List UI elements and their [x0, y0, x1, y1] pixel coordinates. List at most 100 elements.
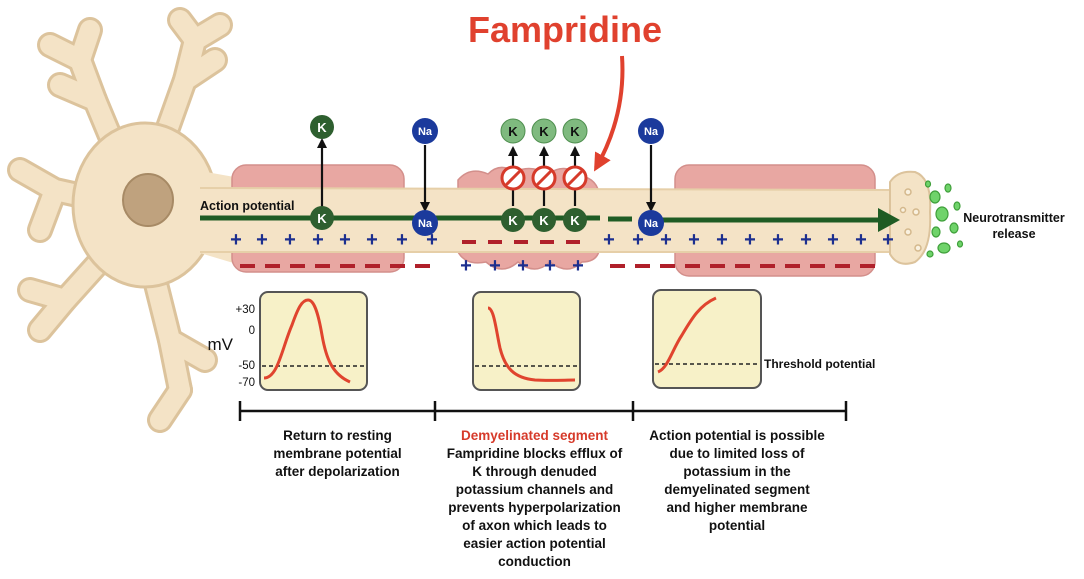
neurotransmitter-label-line1: Neurotransmitter — [963, 211, 1065, 225]
depolarization-curve — [657, 296, 717, 374]
potassium-ion: K — [310, 115, 334, 139]
positive-charge: + — [603, 229, 615, 251]
potassium-ion: K — [310, 206, 334, 230]
svg-text:K: K — [317, 120, 327, 135]
action-potential-arrowhead — [878, 208, 900, 232]
segment-ruler — [238, 401, 848, 421]
positive-charge: + — [544, 255, 556, 277]
positive-charge: + — [366, 229, 378, 251]
sodium-ion: Na — [412, 118, 438, 144]
block-symbol-icon — [531, 165, 557, 191]
caption-line: Fampridine blocks efflux of — [446, 446, 623, 461]
neuron-cell-body — [7, 7, 240, 433]
positive-charge: + — [256, 229, 268, 251]
positive-charge: + — [426, 229, 438, 251]
neurotransmitter-label-line2: release — [992, 227, 1035, 241]
caption-line: due to limited loss of — [669, 446, 805, 461]
neurotransmitter-vesicles — [924, 180, 964, 258]
positive-charge: + — [460, 255, 472, 277]
positive-charge: + — [489, 255, 501, 277]
svg-text:K: K — [570, 213, 580, 228]
caption-line: conduction — [498, 554, 571, 569]
demyelinated-segment-title: Demyelinated segment — [460, 428, 609, 443]
positive-charge: + — [396, 229, 408, 251]
caption-line: after depolarization — [275, 464, 400, 479]
axon-terminal — [889, 170, 932, 265]
caption-line: of axon which leads to — [462, 518, 607, 533]
positive-charge: + — [716, 229, 728, 251]
svg-text:K: K — [508, 213, 518, 228]
sodium-ion: Na — [638, 118, 664, 144]
positive-charge: + — [339, 229, 351, 251]
positive-charge: + — [772, 229, 784, 251]
positive-charge: + — [855, 229, 867, 251]
potential-graph-left — [259, 291, 368, 391]
positive-charge: + — [284, 229, 296, 251]
sodium-ion: Na — [412, 210, 438, 236]
caption-right: Action potential is possible due to limi… — [637, 427, 837, 535]
svg-text:K: K — [317, 211, 327, 226]
caption-line: potassium in the — [683, 464, 791, 479]
potential-graph-right — [652, 289, 762, 389]
potential-graph-middle — [472, 291, 581, 391]
caption-line: demyelinated segment — [664, 482, 810, 497]
tick-plus30: +30 — [235, 304, 255, 316]
caption-left: Return to resting membrane potential aft… — [250, 427, 425, 481]
svg-text:Na: Na — [418, 126, 433, 138]
mv-unit-label: mV — [208, 335, 234, 354]
caption-line: prevents hyperpolarization — [448, 500, 621, 515]
svg-text:K: K — [539, 213, 549, 228]
voltage-axis: +30 0 -50 -70 mV — [208, 304, 256, 389]
sodium-ion: Na — [638, 210, 664, 236]
caption-line: K through denuded — [472, 464, 597, 479]
fampridine-arrow — [594, 55, 625, 172]
potassium-ion-blocked: K — [562, 118, 588, 144]
positive-charges: + + + + + + + + + + + + + + + + + + + + + + + + — [230, 229, 894, 277]
svg-text:K: K — [539, 124, 549, 139]
svg-text:Na: Na — [418, 218, 433, 230]
positive-charge: + — [660, 229, 672, 251]
svg-text:Na: Na — [644, 218, 659, 230]
nucleus — [122, 173, 174, 227]
potassium-ion: K — [532, 208, 556, 232]
svg-text:K: K — [570, 124, 580, 139]
positive-charge: + — [572, 255, 584, 277]
action-potential-curve — [263, 298, 351, 384]
svg-text:Na: Na — [644, 126, 659, 138]
positive-charge: + — [230, 229, 242, 251]
channel-block-symbols — [500, 165, 588, 191]
potassium-ion: K — [501, 208, 525, 232]
fampridine-title: Fampridine — [468, 9, 662, 50]
caption-line: Return to resting — [283, 428, 392, 443]
positive-charge: + — [517, 255, 529, 277]
action-potential-label: Action potential — [200, 199, 294, 213]
positive-charge: + — [632, 229, 644, 251]
caption-line: Action potential is possible — [649, 428, 825, 443]
positive-charge: + — [744, 229, 756, 251]
negative-charges — [240, 240, 880, 268]
potassium-ion-blocked: K — [500, 118, 526, 144]
ion-particles: K K Na Na K K K K — [310, 115, 664, 236]
positive-charge: + — [688, 229, 700, 251]
caption-line: membrane potential — [273, 446, 402, 461]
tick-0: 0 — [249, 325, 255, 337]
positive-charge: + — [800, 229, 812, 251]
tick-minus70: -70 — [238, 377, 255, 389]
potassium-ion: K — [563, 208, 587, 232]
block-symbol-icon — [500, 165, 526, 191]
caption-middle: Demyelinated segment Fampridine blocks e… — [437, 427, 632, 571]
caption-line: and higher membrane — [666, 500, 808, 515]
caption-line: potassium channels and — [455, 482, 614, 497]
svg-text:K: K — [508, 124, 518, 139]
positive-charge: + — [882, 229, 894, 251]
potassium-ion-blocked: K — [531, 118, 557, 144]
repolarization-curve — [487, 306, 576, 382]
caption-line: potential — [708, 518, 766, 533]
tick-minus50: -50 — [238, 360, 255, 372]
caption-line: easier action potential — [463, 536, 606, 551]
threshold-label: Threshold potential — [764, 357, 875, 371]
positive-charge: + — [312, 229, 324, 251]
positive-charge: + — [827, 229, 839, 251]
block-symbol-icon — [562, 165, 588, 191]
